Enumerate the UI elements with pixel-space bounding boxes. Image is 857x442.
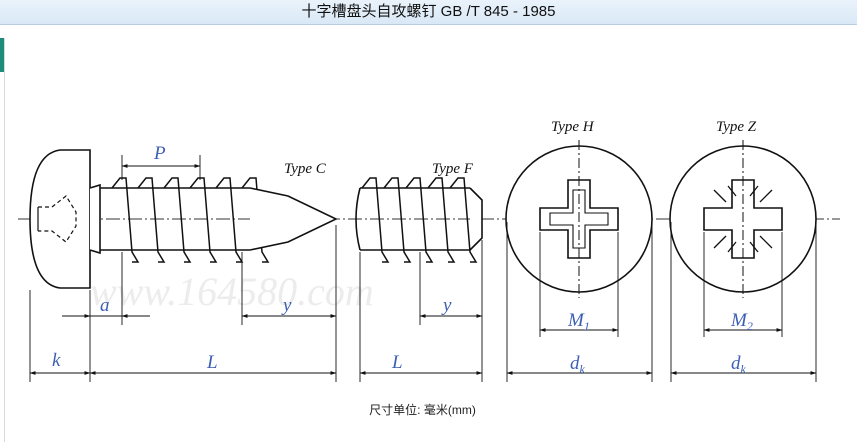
left-divider xyxy=(4,38,5,442)
thread-line xyxy=(137,177,166,263)
type-h-label: Type H xyxy=(551,119,595,135)
left-accent-bar xyxy=(0,38,4,72)
dim-label-k: k xyxy=(52,350,61,371)
type-c-label: Type C xyxy=(284,161,327,177)
thread-line xyxy=(361,177,390,263)
dim-label-p: P xyxy=(153,143,166,164)
dim-label-dk-h: dk xyxy=(570,353,586,376)
dim-label-y: y xyxy=(281,295,292,316)
units-caption: 尺寸单位: 毫米(mm) xyxy=(369,403,476,417)
dim-label-a: a xyxy=(100,295,110,316)
type-f-label: Type F xyxy=(432,161,474,177)
screw-side-view xyxy=(29,149,338,289)
thread-line xyxy=(189,177,218,263)
dim-label-m2: M2 xyxy=(730,310,753,333)
dimension-lines xyxy=(29,155,817,382)
thread-line xyxy=(383,177,412,263)
screw-type-f-view xyxy=(355,177,483,263)
thread-line xyxy=(449,177,478,263)
head-view-type-h xyxy=(505,140,653,298)
page-title: 十字槽盘头自攻螺钉 GB /T 845 - 1985 xyxy=(0,0,857,25)
watermark: www.164580.com xyxy=(90,269,374,314)
dim-label-dk-z: dk xyxy=(731,353,747,376)
dim-label-l-f: L xyxy=(391,352,403,373)
thread-line xyxy=(163,177,192,263)
thread-line xyxy=(427,177,456,263)
thread-line xyxy=(215,177,244,263)
dim-label-y-f: y xyxy=(441,295,452,316)
thread-line xyxy=(111,177,140,263)
thread-line xyxy=(405,177,434,263)
dim-label-m1: M1 xyxy=(567,310,590,333)
dim-label-l: L xyxy=(206,352,218,373)
type-z-label: Type Z xyxy=(716,119,757,135)
head-view-type-z xyxy=(669,140,817,298)
